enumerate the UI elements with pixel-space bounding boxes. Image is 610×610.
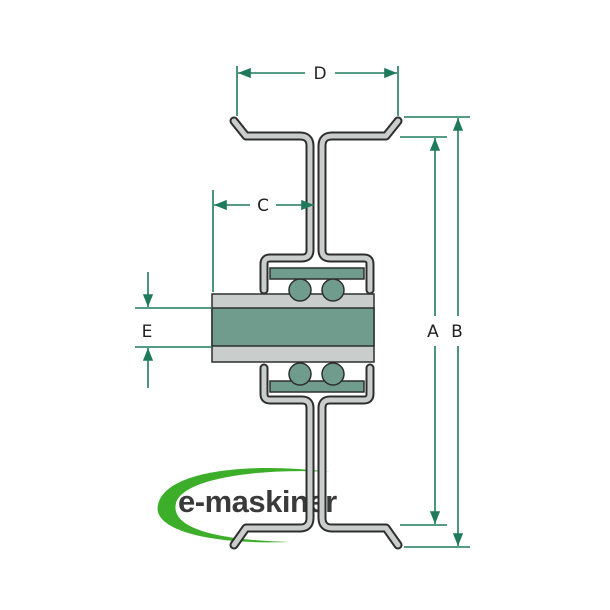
dimension-a (400, 136, 447, 526)
dimension-b (404, 116, 470, 548)
label-c: C (257, 196, 269, 216)
pulley-plates (229, 116, 403, 550)
dimension-e (135, 272, 212, 388)
ball (288, 362, 312, 386)
ball (321, 278, 345, 302)
label-e: E (142, 322, 153, 342)
label-b: B (451, 322, 463, 342)
label-a: A (427, 322, 439, 342)
dimension-d (236, 66, 399, 116)
ball (288, 278, 312, 302)
bearing (211, 267, 375, 393)
label-d: D (313, 64, 326, 84)
dimension-c (212, 190, 314, 292)
ball (321, 362, 345, 386)
